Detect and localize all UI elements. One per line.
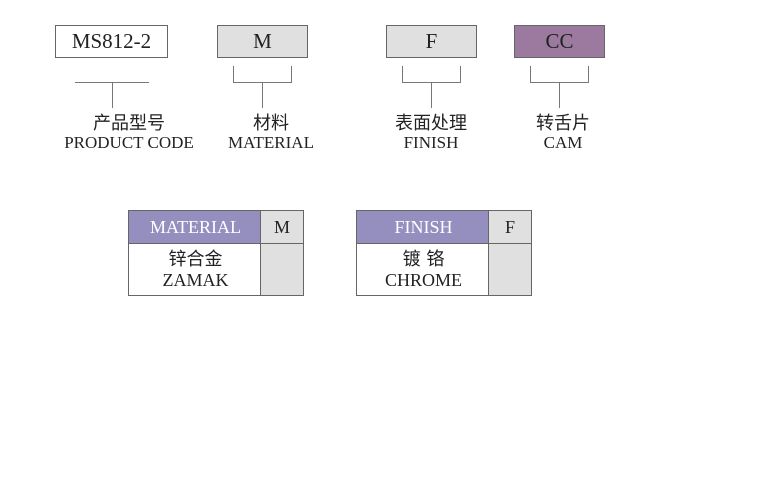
value-en: ZAMAK	[162, 270, 229, 290]
finish-table-code: F	[488, 211, 531, 244]
material-table-code-cell	[260, 244, 303, 295]
label-cn: 表面处理	[395, 113, 467, 134]
material-bracket	[233, 66, 234, 82]
cam-code-box: CC	[514, 25, 605, 58]
value-en: CHROME	[384, 270, 462, 290]
label-en: CAM	[543, 133, 583, 152]
finish-table-code-cell	[488, 244, 531, 295]
cam-bracket	[530, 66, 531, 82]
label-en: PRODUCT CODE	[64, 133, 194, 152]
value-cn: 锌合金	[168, 249, 223, 270]
material-table-code: M	[260, 211, 303, 244]
finish-connector	[431, 82, 432, 108]
value-cn: 镀 铬	[402, 249, 445, 270]
material-table-header: MATERIAL	[129, 211, 262, 244]
finish-bracket	[402, 66, 403, 82]
label-cn: 材料	[253, 113, 289, 134]
cam-connector	[559, 82, 560, 108]
finish-bracket	[460, 66, 461, 82]
cam-bracket	[588, 66, 589, 82]
label-cn: 转舌片	[536, 113, 590, 134]
material-bracket	[291, 66, 292, 82]
label-en: FINISH	[403, 133, 459, 152]
material-connector	[262, 82, 263, 108]
material-code-box: M	[217, 25, 308, 58]
product-connector	[112, 82, 113, 108]
product-code-box: MS812-2	[55, 25, 168, 58]
label-en: MATERIAL	[228, 133, 314, 152]
finish-code-box: F	[386, 25, 477, 58]
finish-table-header: FINISH	[357, 211, 490, 244]
label-cn: 产品型号	[93, 113, 165, 134]
